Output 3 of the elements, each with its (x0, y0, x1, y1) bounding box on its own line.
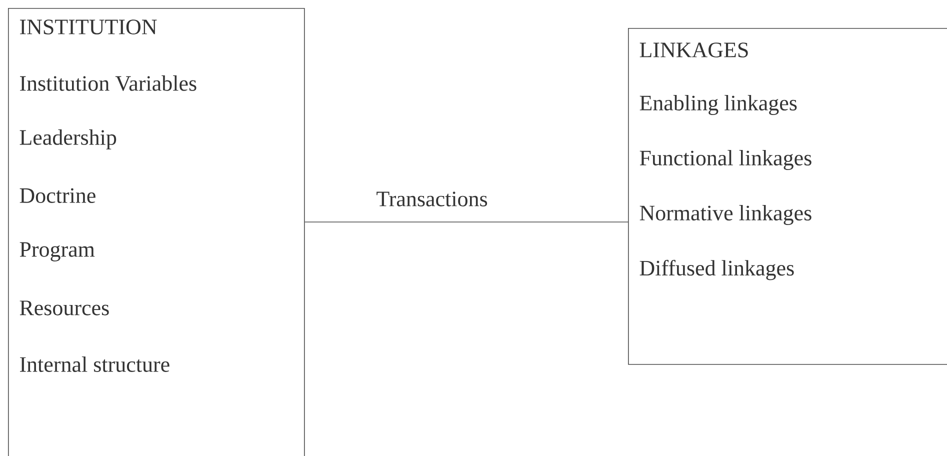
text-box: LINKAGES Enabling linkages Functional linkages Normative linkages Diffused linkages (628, 28, 947, 365)
edge-label: Transactions (376, 192, 488, 206)
text-box: INSTITUTION Institution Variables Leadership Doctrine Program Resources Internal structure (8, 8, 305, 456)
